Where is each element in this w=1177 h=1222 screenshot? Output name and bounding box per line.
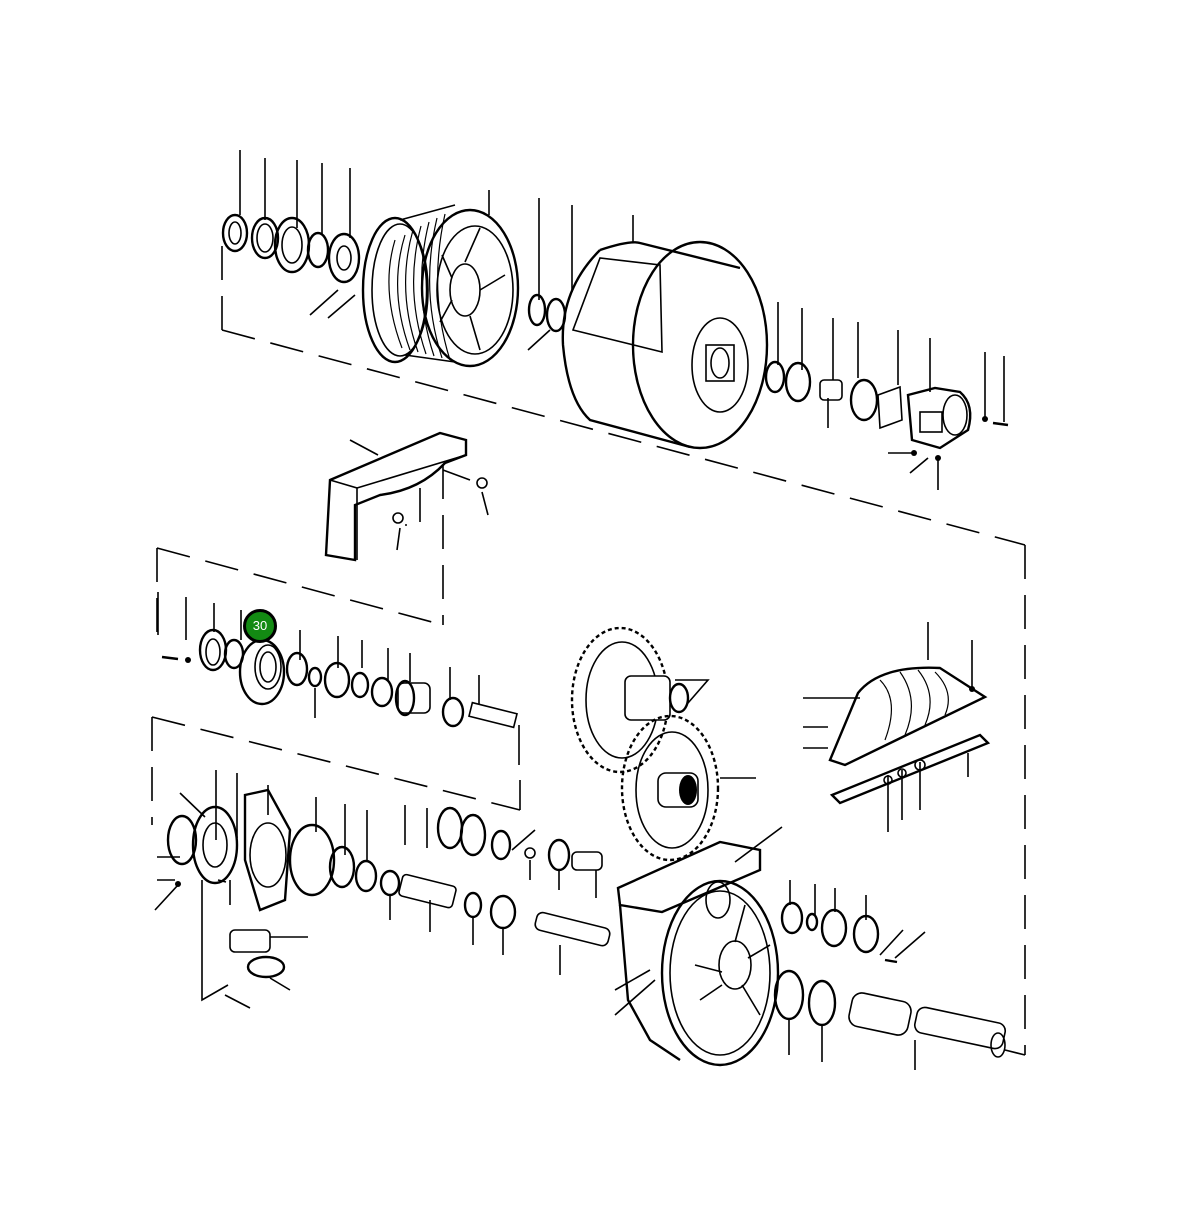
gearbox-housing-icon [614,826,1026,1070]
bearing-30-icon [238,638,286,706]
seal-ring-icon [250,216,280,260]
lower-left-assembly [154,770,611,1009]
cable-drum-icon [361,204,520,368]
bracket-arm-icon [324,431,489,625]
callout-badge-30[interactable]: 30 [243,609,277,643]
hydraulic-motor-icon [906,386,972,450]
gearbox-cover-icon [803,622,991,832]
drum-housing-icon [561,215,769,450]
middle-shaft-assembly [151,547,521,825]
upper-assembly [221,150,1026,1055]
bearing-cone-icon [221,213,249,253]
flange-plate-icon [273,216,311,274]
o-ring-icon [306,231,330,269]
retainer-plate-icon [327,232,361,284]
gear-pair-icon [570,626,756,862]
